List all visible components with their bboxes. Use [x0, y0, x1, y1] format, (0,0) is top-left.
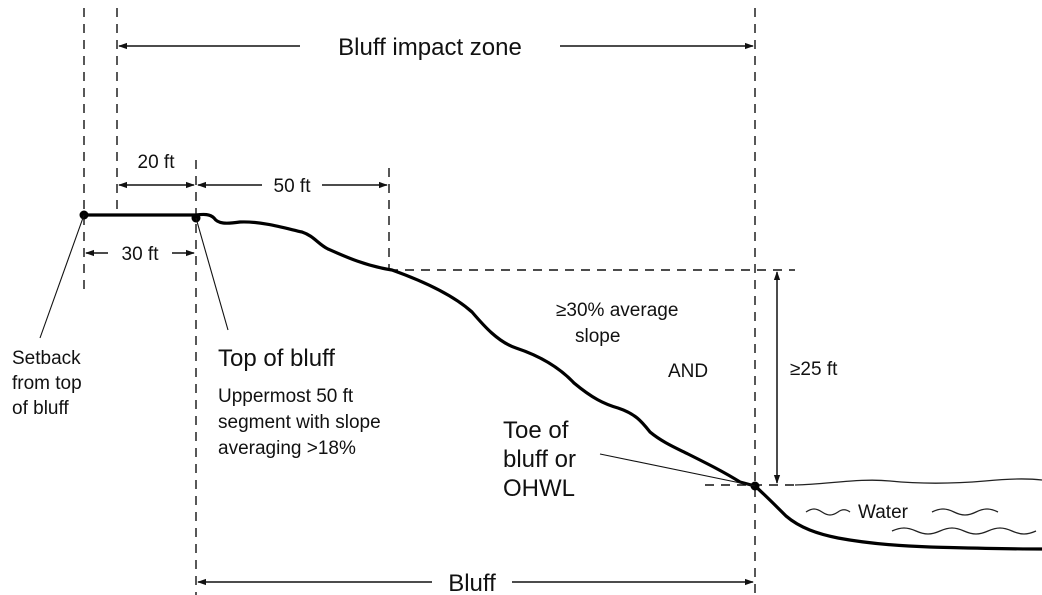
setback-label-line1: Setback [12, 348, 81, 369]
toe-label-line3: OHWL [503, 475, 575, 502]
bluff-label: Bluff [448, 570, 496, 595]
dim-30ft-label: 30 ft [122, 244, 160, 265]
setback-label-line2: from top [12, 373, 82, 394]
dim-50ft-label: 50 ft [274, 176, 312, 197]
and-label: AND [668, 361, 708, 382]
toe-label-line2: bluff or [503, 446, 576, 473]
toe-leader [599, 453, 756, 487]
setback-leader [39, 214, 85, 339]
toe-label-line1: Toe of [503, 417, 569, 444]
water-surface [794, 478, 1042, 486]
slope-criterion-line2: slope [575, 326, 620, 347]
ground-profile [82, 212, 1042, 551]
top-desc-line1: Uppermost 50 ft [218, 386, 354, 407]
water-label: Water [858, 502, 909, 523]
top-of-bluff-leader [195, 217, 229, 331]
height-criterion-label: ≥25 ft [790, 359, 838, 380]
top-desc-line2: segment with slope [218, 412, 381, 433]
top-of-bluff-label: Top of bluff [218, 345, 335, 372]
bluff-impact-zone-label: Bluff impact zone [338, 34, 522, 61]
slope-criterion-line1: ≥30% average [556, 300, 678, 321]
water-ripple-left [805, 508, 851, 516]
water-ripple-bottom [891, 527, 1037, 535]
dim-20ft-label: 20 ft [138, 152, 176, 173]
top-desc-line3: averaging >18% [218, 438, 356, 459]
setback-label-line3: of bluff [12, 398, 69, 419]
water-ripple-right [931, 508, 999, 516]
